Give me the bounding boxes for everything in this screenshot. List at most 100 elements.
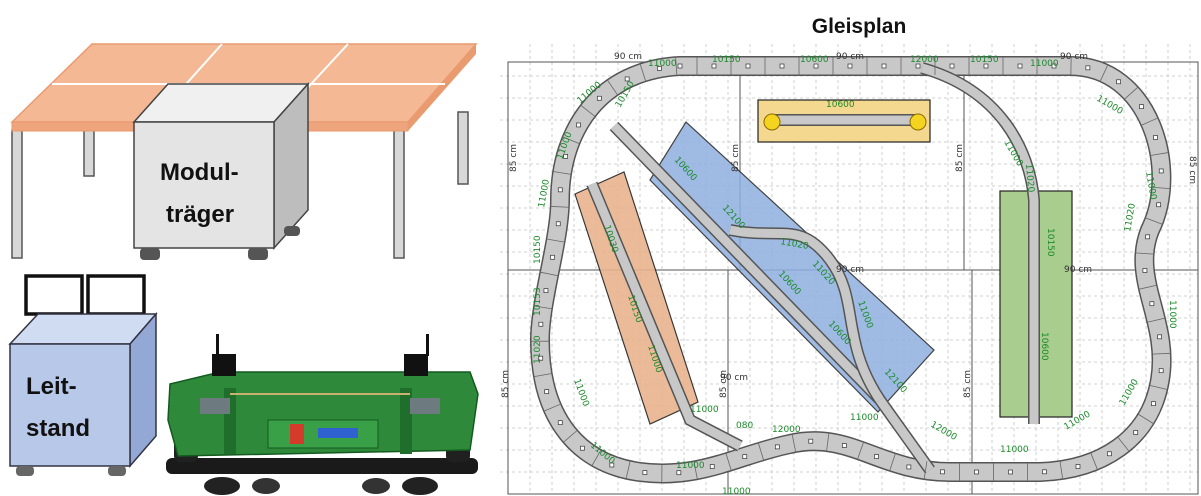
track-segment-marker (563, 153, 568, 159)
track-label: 11000 (537, 178, 552, 208)
dimension-label: 90 cm (614, 52, 642, 62)
inner-tracks (586, 62, 1040, 474)
track-segment-marker (940, 469, 945, 475)
track-segment-marker (580, 445, 585, 451)
track-segment-marker (642, 470, 648, 475)
dimension-label: 85 cm (1187, 156, 1197, 184)
track-joint (1149, 385, 1168, 390)
cart-wheel (248, 248, 268, 260)
track-joint (1147, 317, 1166, 323)
track-label: 10150 (1045, 228, 1055, 257)
track-segment-marker (813, 63, 819, 69)
track-segment-markers (531, 57, 1171, 483)
leitstand-label-line2: stand (26, 415, 90, 442)
track-label: 11020 (1023, 163, 1035, 193)
track-label: 11000 (1000, 445, 1029, 455)
track-curve (729, 225, 884, 403)
track-segment-marker (774, 444, 780, 450)
track-segment-marker (906, 464, 912, 470)
track-segment-marker (1149, 301, 1155, 307)
dimension-labels: 90 cm 90 cm 90 cm 90 cm 90 cm 90 cm 85 c… (501, 52, 1197, 398)
track-label: 11020 (533, 335, 543, 364)
table-leg (11, 129, 23, 259)
track-joint (562, 136, 580, 145)
track-label: 11000 (850, 413, 879, 423)
track-segment-marker (1151, 401, 1156, 407)
module-table-illustration: Modul- träger (10, 43, 478, 260)
track-segment-marker (1008, 469, 1013, 475)
track-joint (1117, 436, 1130, 452)
track-joint (1135, 252, 1154, 255)
leitstand-front (9, 343, 131, 467)
robot-post (400, 388, 412, 454)
cart-wheel (140, 248, 160, 260)
table-leg (83, 129, 95, 177)
track-segment-marker (1017, 63, 1023, 69)
track-segment-marker (779, 63, 785, 69)
track-label: 12000 (929, 420, 959, 443)
dimension-label: 85 cm (719, 370, 729, 398)
track-segment-marker (1051, 63, 1057, 69)
track-joint (1145, 217, 1163, 225)
robot-wheel (252, 478, 280, 494)
track-joint (1152, 352, 1171, 355)
robot-wheel (362, 478, 390, 494)
track-joint (563, 430, 578, 443)
track-joint (923, 461, 928, 480)
track-segment-marker (1133, 430, 1139, 435)
track-joint (757, 442, 764, 461)
track-segment-marker (1145, 234, 1150, 240)
track-label: 11020 (779, 237, 809, 252)
track-joint (553, 171, 572, 175)
track-joint (550, 206, 569, 208)
track-segment-marker (596, 95, 602, 101)
track-joint (607, 79, 618, 96)
track-label: 080 (736, 421, 753, 431)
track-segment-marker (624, 76, 630, 82)
track-joint (533, 373, 552, 377)
table-leg (457, 111, 469, 185)
track-segment-marker (538, 355, 544, 361)
track-segment-marker (677, 63, 683, 69)
track-joint (639, 63, 647, 82)
track-segment-marker (874, 454, 879, 459)
track-segment-marker (1142, 268, 1148, 273)
cart-wheel (108, 466, 126, 476)
robot-wheel (204, 477, 240, 495)
track-label: 11000 (676, 461, 705, 471)
robot-wires (290, 424, 304, 444)
monitor-icon (86, 274, 146, 316)
robot-post (224, 388, 236, 454)
siding-area-blue (649, 121, 935, 413)
track-segment-marker (1157, 334, 1162, 340)
track-joint (546, 238, 565, 243)
robot-wheel (402, 477, 438, 495)
track-label: 11000 (690, 405, 719, 415)
track-segment-marker (1075, 464, 1081, 469)
robot-chassis-base (166, 458, 478, 474)
track-joint (625, 461, 631, 479)
track-segment-marker (745, 63, 751, 69)
track-joint (675, 57, 678, 76)
track-segment-marker (538, 321, 544, 327)
robot-sensor (200, 398, 230, 414)
track-joint (826, 433, 830, 452)
dimension-label: 90 cm (836, 52, 864, 62)
track-joint (889, 453, 896, 471)
track-label: 10150 (533, 235, 543, 264)
track-segment-marker (609, 462, 615, 468)
track-joint (1099, 64, 1109, 82)
dimension-label: 90 cm (720, 373, 748, 383)
track-label: 10150 (712, 55, 741, 65)
track-joint (1152, 186, 1171, 190)
track-joint (540, 271, 559, 277)
track-segment-marker (676, 470, 682, 476)
track-segment-marker (576, 122, 581, 128)
cart-wheel (16, 466, 34, 476)
track-joint (693, 461, 698, 480)
track-label: 10600 (826, 100, 855, 110)
track-segment-marker (983, 63, 989, 69)
robot-sensor (410, 398, 440, 414)
leitstand-label-line1: Leit- (26, 373, 77, 400)
